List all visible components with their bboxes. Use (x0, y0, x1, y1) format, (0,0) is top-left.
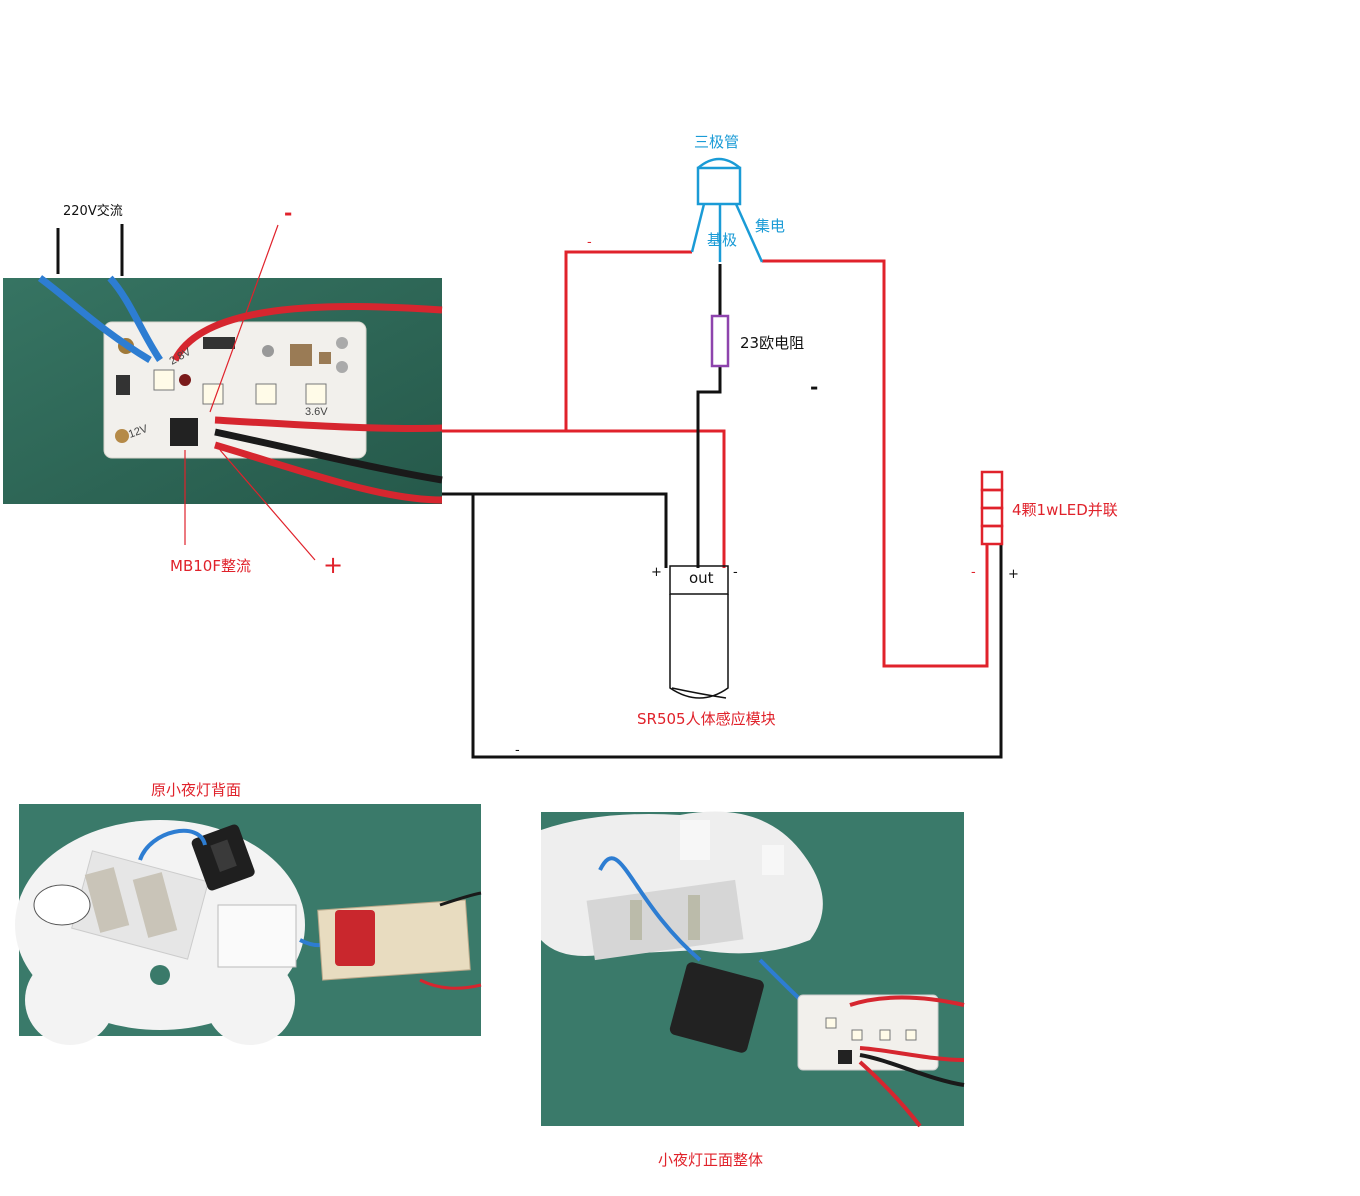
smd-led-1 (153, 369, 175, 391)
base-label: 基极 (707, 231, 738, 249)
switch-icon (191, 824, 255, 891)
bottom-minus-label: - (515, 743, 520, 758)
minus-mid-label: - (810, 375, 819, 399)
smd-led-3 (255, 383, 277, 405)
ac-input-label: 220V交流 (63, 204, 123, 219)
photo-front-caption: 小夜灯正面整体 (658, 1151, 764, 1169)
sensor-module-label: SR505人体感应模块 (637, 710, 776, 728)
transistor-symbol (690, 157, 764, 263)
sensor-minus-label: - (733, 565, 738, 580)
pcb-plus-label: + (323, 551, 344, 579)
led-array-symbol (980, 470, 1004, 546)
transistor-label: 三极管 (694, 133, 740, 151)
ac-input-leads (56, 224, 124, 276)
pir-sensor-symbol (669, 565, 729, 699)
pcb-small (797, 994, 939, 1071)
silk-3v6: 3.6V (305, 406, 328, 418)
sensor-plus-label: + (651, 565, 662, 580)
resistor-label: 23欧电阻 (740, 334, 805, 352)
photo-back (15, 804, 482, 1045)
resistor-symbol (710, 314, 730, 368)
rectifier-label: MB10F整流 (170, 557, 251, 575)
pcb-photo (3, 275, 443, 504)
led-minus-label: - (971, 565, 976, 580)
switch-icon-front (669, 962, 764, 1053)
pcb-annotation-lines (184, 224, 316, 561)
photo-back-caption: 原小夜灯背面 (151, 781, 242, 799)
pcb-minus-label: - (284, 201, 293, 225)
smd-led-4 (305, 383, 327, 405)
positive-wires (442, 250, 989, 668)
rectifier-chip (170, 418, 198, 446)
led-plus-label: + (1008, 567, 1019, 582)
led-array-label: 4颗1wLED并联 (1012, 501, 1118, 519)
wire-minus-label: - (587, 235, 592, 250)
photo-front (541, 811, 965, 1128)
collector-label: 集电 (755, 217, 786, 235)
sensor-out-label: out (689, 569, 714, 587)
smd-led-2 (202, 383, 224, 405)
negative-wires (442, 264, 1003, 759)
